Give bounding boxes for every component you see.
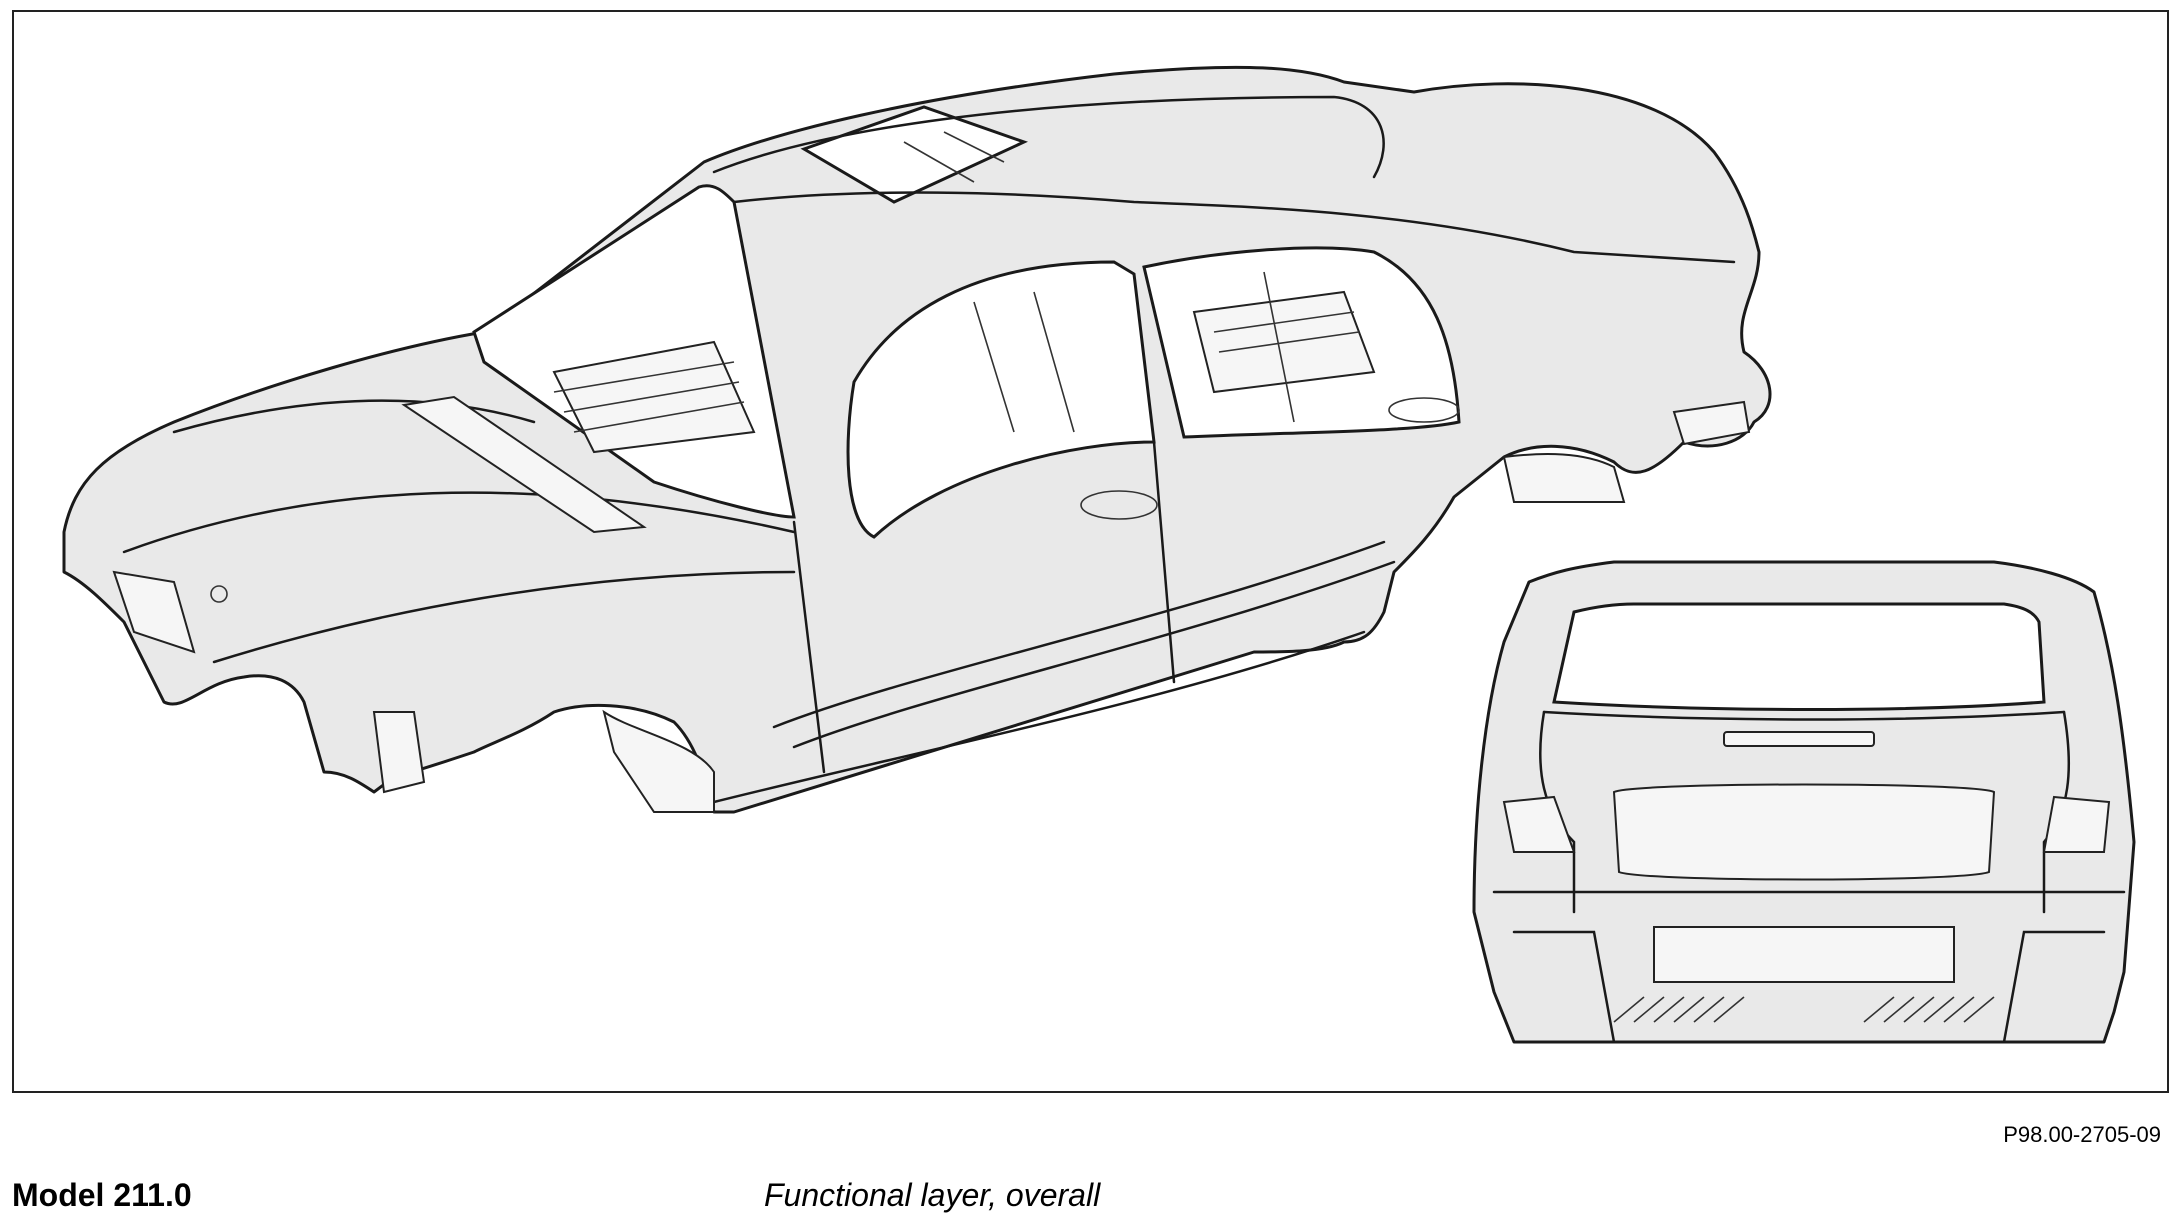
interior-structure <box>552 131 1376 454</box>
figure-reference-code: P98.00-2705-09 <box>2003 1122 2161 1147</box>
model-label: Model 211.0 <box>12 1177 192 1213</box>
figure-frame <box>12 10 2169 1093</box>
figure-caption: Functional layer, overall <box>764 1177 1101 1213</box>
car-body-side-view <box>62 65 1772 814</box>
rear-floor-vents <box>1613 996 1995 1023</box>
car-body-rear-view <box>1472 560 2136 1044</box>
car-body-illustration <box>62 65 2136 1044</box>
